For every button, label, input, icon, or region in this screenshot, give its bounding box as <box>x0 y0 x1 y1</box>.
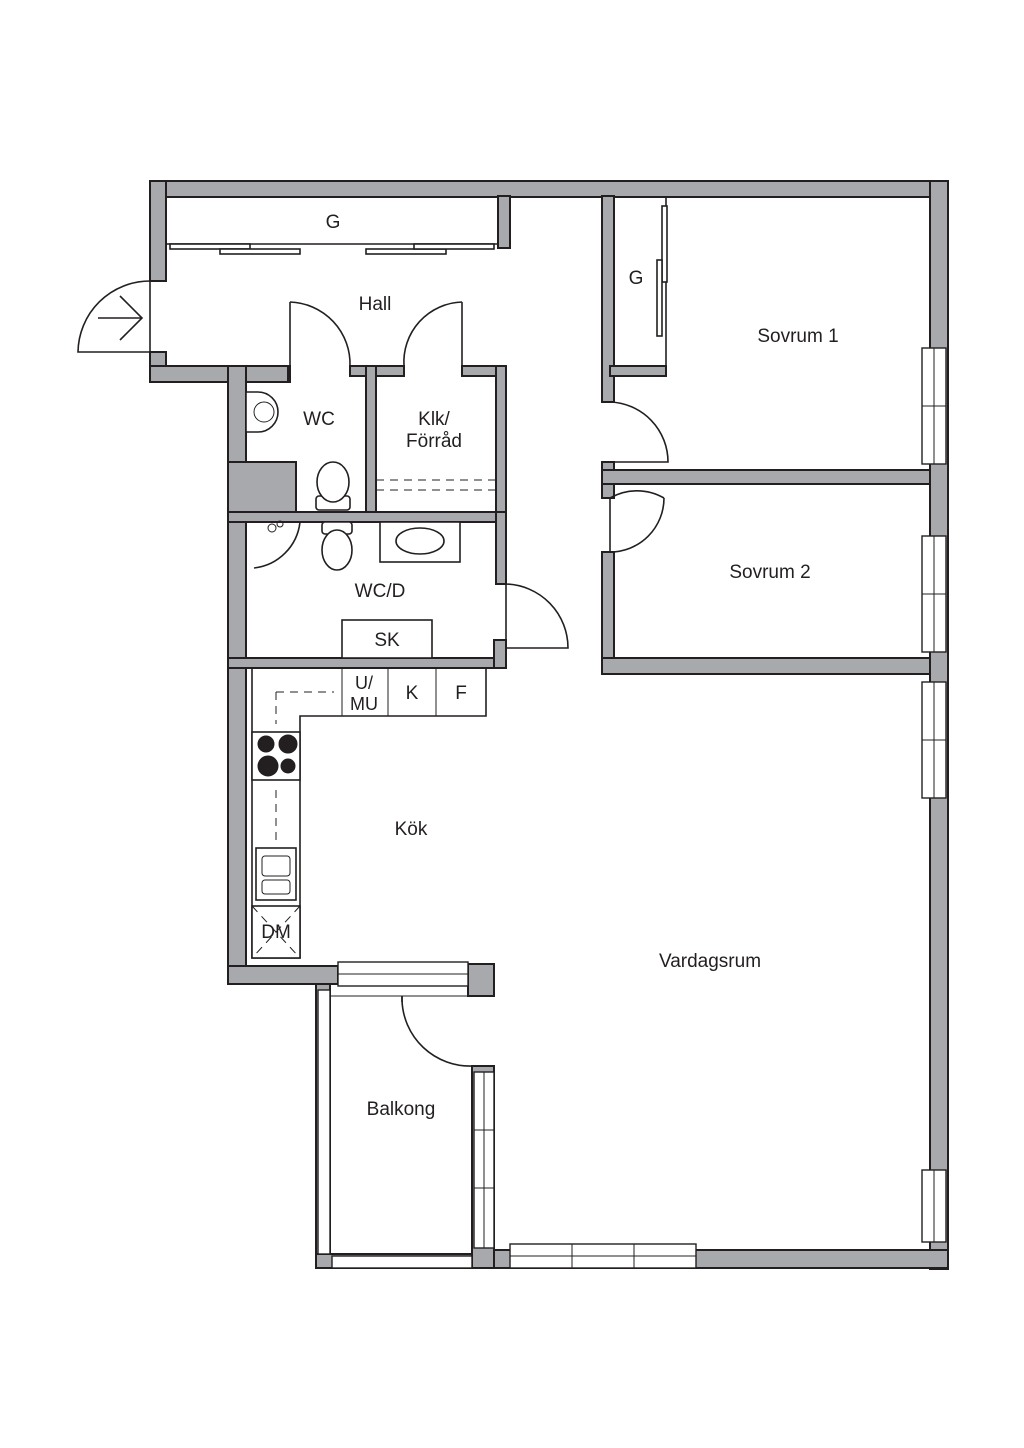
label-k: K <box>406 683 419 704</box>
fixtures <box>245 391 496 659</box>
label-sovrum-1: Sovrum 1 <box>757 326 838 347</box>
doors <box>77 280 669 1067</box>
label-f: F <box>455 683 467 704</box>
windows <box>317 347 947 1269</box>
label-kok: Kök <box>395 819 428 840</box>
label-wc-d: WC/D <box>355 581 406 602</box>
label-umu-line2: MU <box>350 694 378 714</box>
label-g-hall: G <box>326 212 341 233</box>
label-g-bedroom: G <box>629 268 644 289</box>
interior-walls <box>227 195 931 675</box>
wardrobes <box>166 196 668 368</box>
label-sovrum-2: Sovrum 2 <box>729 562 810 583</box>
label-dm: DM <box>261 922 291 943</box>
kitchen-units <box>251 668 487 959</box>
label-hall: Hall <box>359 294 392 315</box>
room-labels: G Hall G Sovrum 1 WC Klk/ Förråd Sovrum … <box>261 212 838 1120</box>
label-sk: SK <box>374 630 400 651</box>
label-balkong: Balkong <box>367 1099 436 1120</box>
label-klk-line1: Klk/ <box>418 409 450 430</box>
label-klk-line2: Förråd <box>406 431 462 452</box>
label-vardagsrum: Vardagsrum <box>659 951 761 972</box>
label-umu-line1: U/ <box>355 673 373 693</box>
label-wc: WC <box>303 409 335 430</box>
